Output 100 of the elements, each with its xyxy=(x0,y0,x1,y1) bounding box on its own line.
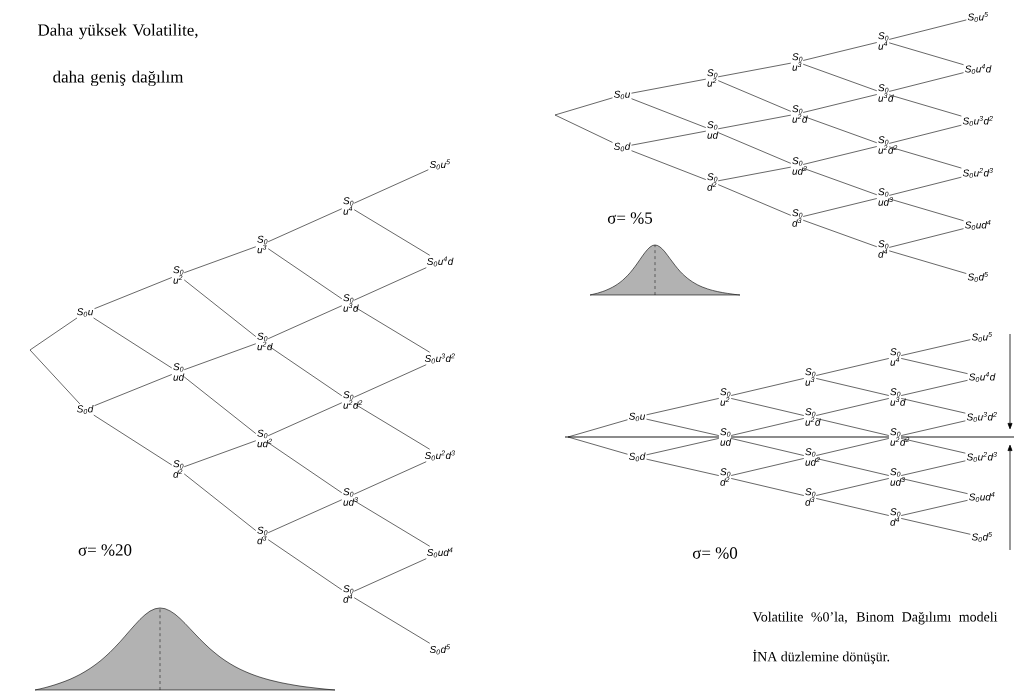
price-label: S$_{0}$ ud xyxy=(719,427,732,447)
price-label: S$_{0}$d$^{5}$ xyxy=(429,644,450,655)
branch-line xyxy=(183,343,257,371)
branch-line xyxy=(730,418,805,436)
caption-text: σ= %5 xyxy=(607,212,653,224)
price-label: S$_{0}$u$^{4}$d xyxy=(967,371,997,383)
price-label: S$_{0}$ d$^{4}$ xyxy=(889,507,901,527)
branch-line xyxy=(646,398,720,416)
branch-line xyxy=(888,146,962,169)
branch-line xyxy=(815,378,890,396)
branch-line xyxy=(646,458,720,476)
branch-line xyxy=(888,94,962,117)
branch-line xyxy=(815,398,890,416)
branch-line xyxy=(730,398,805,416)
branch-line xyxy=(267,499,343,533)
branch-line xyxy=(646,418,720,436)
price-label: S$_{0}$ ud$^{3}$ xyxy=(878,188,893,206)
branch-line xyxy=(717,132,792,164)
branch-line xyxy=(554,97,613,116)
price-label: S$_{0}$ u$^{3}$ xyxy=(804,367,816,387)
price-label: S$_{0}$ u$^{2}$d xyxy=(804,407,821,427)
branch-line xyxy=(353,267,427,301)
branch-line xyxy=(353,306,430,353)
caption-text: Daha yüksek Volatilite, daha geniş dağılım xyxy=(38,23,198,87)
branch-line xyxy=(267,402,343,436)
price-label: S$_{0}$ ud$^{2}$ xyxy=(804,447,820,467)
price-label: S$_{0}$ u$^{2}$d$^{2}$ xyxy=(889,427,910,447)
price-label: S$_{0}$u$^{2}$d$^{3}$ xyxy=(965,450,999,463)
branch-line xyxy=(900,478,968,494)
branch-line xyxy=(888,124,962,144)
price-label: S$_{0}$u$^{2}$d$^{3}$ xyxy=(962,168,993,178)
branch-line xyxy=(717,80,792,112)
price-label: S$_{0}$d xyxy=(627,451,647,463)
branch-line xyxy=(900,398,966,414)
price-label: S$_{0}$u$^{4}$d xyxy=(965,64,992,74)
caption-text: Volatilite %0’la, Binom Dağılımı modeli İNA düzlemine dönüşür. xyxy=(752,611,998,665)
branch-line xyxy=(888,42,964,66)
branch-line xyxy=(554,114,613,143)
price-label: S$_{0}$ud$^{4}$ xyxy=(965,220,991,230)
price-label: S$_{0}$ d$^{3}$ xyxy=(804,487,816,507)
price-label: S$_{0}$ u$^{2}$ xyxy=(707,69,718,87)
branch-line xyxy=(802,94,878,113)
branch-line xyxy=(267,345,343,397)
price-label: S$_{0}$d xyxy=(77,405,94,414)
price-label: S$_{0}$u$^{4}$d xyxy=(427,256,454,267)
price-label: S$_{0}$ud$^{4}$ xyxy=(427,547,453,558)
price-label: S$_{0}$ ud$^{2}$ xyxy=(257,429,272,448)
price-label: S$_{0}$ u$^{3}$ xyxy=(257,235,268,254)
price-label: S$_{0}$ ud xyxy=(173,363,185,381)
branch-line xyxy=(815,358,890,376)
branch-line xyxy=(888,176,962,196)
branch-line xyxy=(815,478,890,496)
price-label: S$_{0}$ u$^{2}$d$^{2}$ xyxy=(343,391,363,409)
price-label: S$_{0}$ d$^{2}$ xyxy=(707,173,718,191)
branch-line xyxy=(815,438,890,456)
price-label: S$_{0}$ u$^{2}$d xyxy=(257,332,273,351)
price-label: S$_{0}$ d$^{3}$ xyxy=(257,526,268,545)
branch-line xyxy=(802,115,878,144)
price-label: S$_{0}$ u$^{3}$d xyxy=(878,84,894,102)
branch-line xyxy=(93,414,173,466)
branch-line xyxy=(730,378,805,396)
branch-line xyxy=(353,209,431,256)
price-label: S$_{0}$d$^{5}$ xyxy=(967,272,988,282)
branch-line xyxy=(567,419,628,438)
branch-line xyxy=(815,418,890,436)
price-label: S$_{0}$u$^{5}$ xyxy=(429,159,450,170)
branch-line xyxy=(717,114,792,130)
price-label: S$_{0}$ u$^{2}$ xyxy=(173,266,184,284)
branch-line xyxy=(730,478,805,496)
price-label: S$_{0}$ud$^{4}$ xyxy=(967,491,997,503)
branch-line xyxy=(183,376,257,434)
price-label: S$_{0}$u$^{5}$ xyxy=(970,331,994,343)
price-label: S$_{0}$ d$^{4}$ xyxy=(878,240,889,258)
branch-line xyxy=(730,458,805,476)
price-label: S$_{0}$u xyxy=(77,308,94,317)
price-label: S$_{0}$ u$^{4}$ xyxy=(889,347,901,367)
branch-line xyxy=(183,440,257,468)
branch-line xyxy=(815,458,890,476)
branch-line xyxy=(183,279,257,337)
price-label: S$_{0}$ u$^{2}$d xyxy=(792,105,808,123)
price-label: S$_{0}$u$^{3}$d$^{2}$ xyxy=(424,353,455,364)
branch-line xyxy=(353,364,427,398)
branch-line xyxy=(631,98,707,128)
price-label: S$_{0}$u$^{3}$d$^{2}$ xyxy=(962,115,993,126)
branch-line xyxy=(888,72,964,92)
caption-text: σ= %0 xyxy=(692,547,738,559)
branch-line xyxy=(900,460,966,476)
branch-line xyxy=(631,150,707,180)
price-label: S$_{0}$ d$^{2}$ xyxy=(173,460,184,478)
branch-line xyxy=(900,438,966,454)
branch-line xyxy=(29,317,78,351)
branch-line xyxy=(267,539,343,591)
branch-line xyxy=(93,317,173,369)
price-label: S$_{0}$ d$^{2}$ xyxy=(719,467,731,487)
price-label: S$_{0}$ d$^{4}$ xyxy=(343,585,354,603)
price-label: S$_{0}$ u$^{2}$d$^{2}$ xyxy=(878,136,898,154)
price-label: S$_{0}$u$^{3}$d$^{2}$ xyxy=(965,410,999,423)
price-label: S$_{0}$u xyxy=(614,90,631,100)
price-label: S$_{0}$ u$^{4}$ xyxy=(878,32,889,50)
branch-line xyxy=(267,248,343,300)
